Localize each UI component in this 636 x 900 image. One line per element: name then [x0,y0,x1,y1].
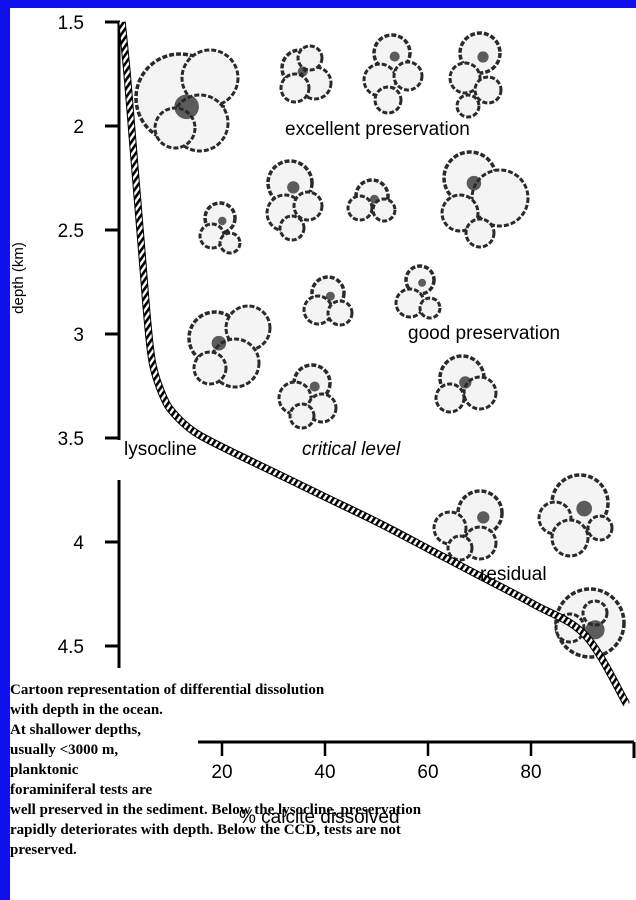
dissolution-chart: 1.5 2 2.5 3 3.5 4 4.5 depth (km) excellent pre… [10,13,636,828]
foraminifera-shell-icon [279,44,333,104]
caption-line-5: planktonic [10,762,79,778]
caption-line-9: preserved. [10,842,77,858]
x-tick-label: 40 [314,762,335,783]
x-tick-label: 60 [417,762,438,783]
y-tick-label: 3 [73,325,84,346]
caption-line-6: foraminiferal tests are [10,782,153,798]
y-tick-label: 4 [73,533,84,554]
foraminifera-shell-icon [537,473,614,558]
y-axis-label: depth (km) [10,242,27,314]
foraminifera-shell-icon [440,150,530,249]
annotation-good-preservation: good preservation [408,323,560,344]
annotation-lysocline: lysocline [124,439,197,460]
annotation-residual: residual [480,564,547,585]
x-axis-label: % calcite dissolved [239,807,400,828]
foraminifera-shell-icon [302,275,354,327]
foraminifera-shell-icon [362,33,424,115]
foraminifera-shell-icon [554,587,626,659]
y-tick-label: 3.5 [58,429,84,450]
foraminifera-shell-icon [134,48,240,153]
foraminifera-shell-icon [187,304,272,389]
annotation-critical-level: critical level [302,439,401,460]
caption-line-4: usually <3000 m, [10,742,119,758]
caption-line-1: Cartoon representation of differential d… [10,682,325,698]
y-tick-label: 4.5 [58,637,84,658]
y-axis-ticks: 1.5 2 2.5 3 3.5 4 4.5 [58,13,120,658]
foraminifera-shell-icon [265,159,324,242]
caption-line-8: rapidly deteriorates with depth. Below t… [10,822,401,838]
foraminifera-shell-icon [432,489,504,562]
foraminifera-shell-icon [277,363,338,430]
caption-line-7: well preserved in the sediment. Below th… [10,802,422,818]
annotation-excellent-preservation: excellent preservation [285,119,470,140]
caption-line-3: At shallower depths, [10,722,141,738]
x-tick-label: 20 [211,762,232,783]
y-tick-label: 1.5 [58,13,84,34]
foraminifera-illustrations [134,31,626,659]
caption-line-2: with depth in the ocean. [10,702,163,718]
y-tick-label: 2.5 [58,221,84,242]
foraminifera-shell-icon [346,178,397,223]
foraminifera-shell-icon [434,354,498,414]
y-tick-label: 2 [73,117,84,138]
x-axis-ticks: 20 40 60 80 [211,742,636,783]
dissolution-curve [119,21,630,706]
x-tick-label: 80 [520,762,541,783]
foraminifera-shell-icon [394,264,442,320]
foraminifera-shell-icon [198,201,242,255]
foraminifera-shell-icon [448,31,503,119]
figure-panel: 1.5 2 2.5 3 3.5 4 4.5 depth (km) excellent pre… [10,8,636,900]
